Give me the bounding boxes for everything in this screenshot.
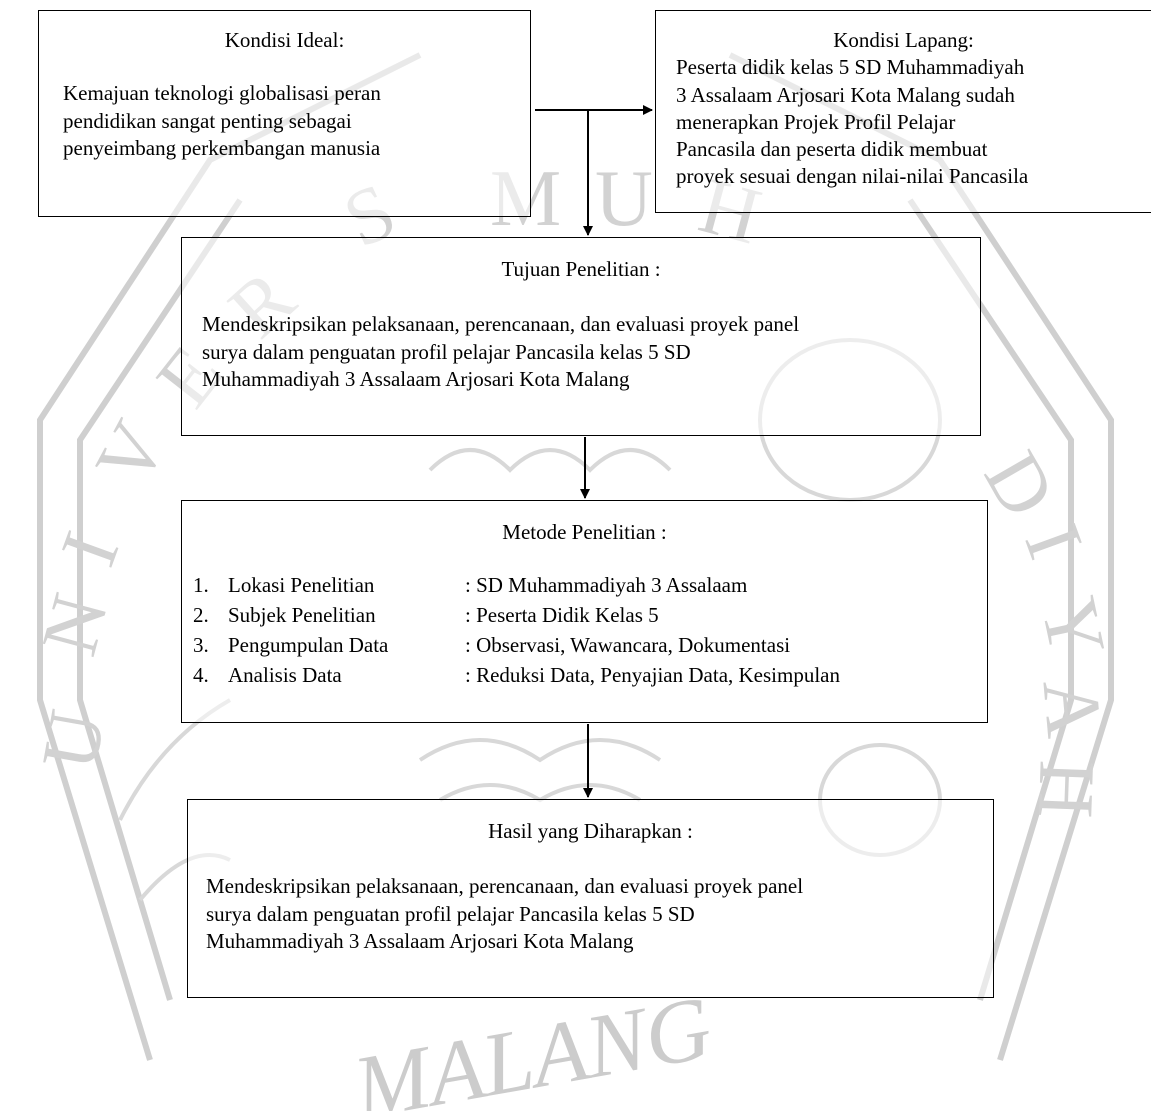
item-value: : SD Muhammadiyah 3 Assalaam <box>465 572 748 597</box>
text-line: Muhammadiyah 3 Assalaam Arjosari Kota Ma… <box>206 928 634 953</box>
text-line: Mendeskripsikan pelaksanaan, perencanaan… <box>206 874 804 899</box>
list-item: 3. Pengumpulan Data : Observasi, Wawanca… <box>182 630 987 660</box>
text-line: menerapkan Projek Profil Pelajar <box>676 109 956 134</box>
item-value: : Observasi, Wawancara, Dokumentasi <box>465 632 791 657</box>
text-line: Pancasila dan peserta didik membuat <box>676 137 988 162</box>
hasil-diharapkan-box: Hasil yang Diharapkan : Mendeskripsikan … <box>187 799 994 998</box>
text-line: pendidikan sangat penting sebagai <box>63 108 352 133</box>
list-item: 4. Analisis Data : Reduksi Data, Penyaji… <box>182 660 987 690</box>
tujuan-penelitian-title: Tujuan Penelitian : <box>501 257 661 281</box>
item-label: Pengumpulan Data <box>228 632 389 657</box>
text-line: Mendeskripsikan pelaksanaan, perencanaan… <box>202 312 800 337</box>
text-line: Peserta didik kelas 5 SD Muhammadiyah <box>676 55 1025 80</box>
text-line: Kemajuan teknologi globalisasi peran <box>63 81 381 106</box>
tujuan-penelitian-box: Tujuan Penelitian : Mendeskripsikan pela… <box>181 237 981 436</box>
item-value: : Peserta Didik Kelas 5 <box>465 602 659 627</box>
list-item: 1. Lokasi Penelitian : SD Muhammadiyah 3… <box>182 570 987 600</box>
kondisi-ideal-text: Kemajuan teknologi globalisasi peran pen… <box>63 80 530 162</box>
item-number: 4. <box>193 662 209 687</box>
kondisi-lapang-title: Kondisi Lapang: <box>833 28 974 52</box>
hasil-diharapkan-title: Hasil yang Diharapkan : <box>488 819 693 843</box>
item-label: Analisis Data <box>228 662 342 687</box>
item-label: Lokasi Penelitian <box>228 572 375 597</box>
kondisi-ideal-title: Kondisi Ideal: <box>224 28 345 52</box>
watermark-letter: U <box>595 155 653 243</box>
kondisi-lapang-box: Kondisi Lapang: Peserta didik kelas 5 SD… <box>655 10 1151 213</box>
item-number: 2. <box>193 602 209 627</box>
text-line: surya dalam penguatan profil pelajar Pan… <box>202 339 691 364</box>
text-line: Muhammadiyah 3 Assalaam Arjosari Kota Ma… <box>202 366 630 391</box>
hasil-diharapkan-text: Mendeskripsikan pelaksanaan, perencanaan… <box>206 873 993 955</box>
item-number: 1. <box>193 572 209 597</box>
watermark-letter: A <box>1025 676 1118 741</box>
text-line: surya dalam penguatan profil pelajar Pan… <box>206 901 695 926</box>
metode-penelitian-box: Metode Penelitian : 1. Lokasi Penelitian… <box>181 500 988 723</box>
list-item: 2. Subjek Penelitian : Peserta Didik Kel… <box>182 600 987 630</box>
text-line: penyeimbang perkembangan manusia <box>63 135 381 160</box>
metode-penelitian-title: Metode Penelitian : <box>502 520 667 544</box>
text-line: proyek sesuai dengan nilai-nilai Pancasi… <box>676 164 1029 189</box>
metode-list: 1. Lokasi Penelitian : SD Muhammadiyah 3… <box>182 570 987 690</box>
item-value: : Reduksi Data, Penyajian Data, Kesimpul… <box>465 662 840 687</box>
kondisi-lapang-text: Peserta didik kelas 5 SD Muhammadiyah 3 … <box>676 54 1151 190</box>
kondisi-ideal-box: Kondisi Ideal: Kemajuan teknologi global… <box>38 10 531 217</box>
item-label: Subjek Penelitian <box>228 602 376 627</box>
tujuan-penelitian-text: Mendeskripsikan pelaksanaan, perencanaan… <box>202 311 980 393</box>
text-line: 3 Assalaam Arjosari Kota Malang sudah <box>676 82 1015 107</box>
item-number: 3. <box>193 632 209 657</box>
watermark-letter: H <box>1021 759 1111 820</box>
